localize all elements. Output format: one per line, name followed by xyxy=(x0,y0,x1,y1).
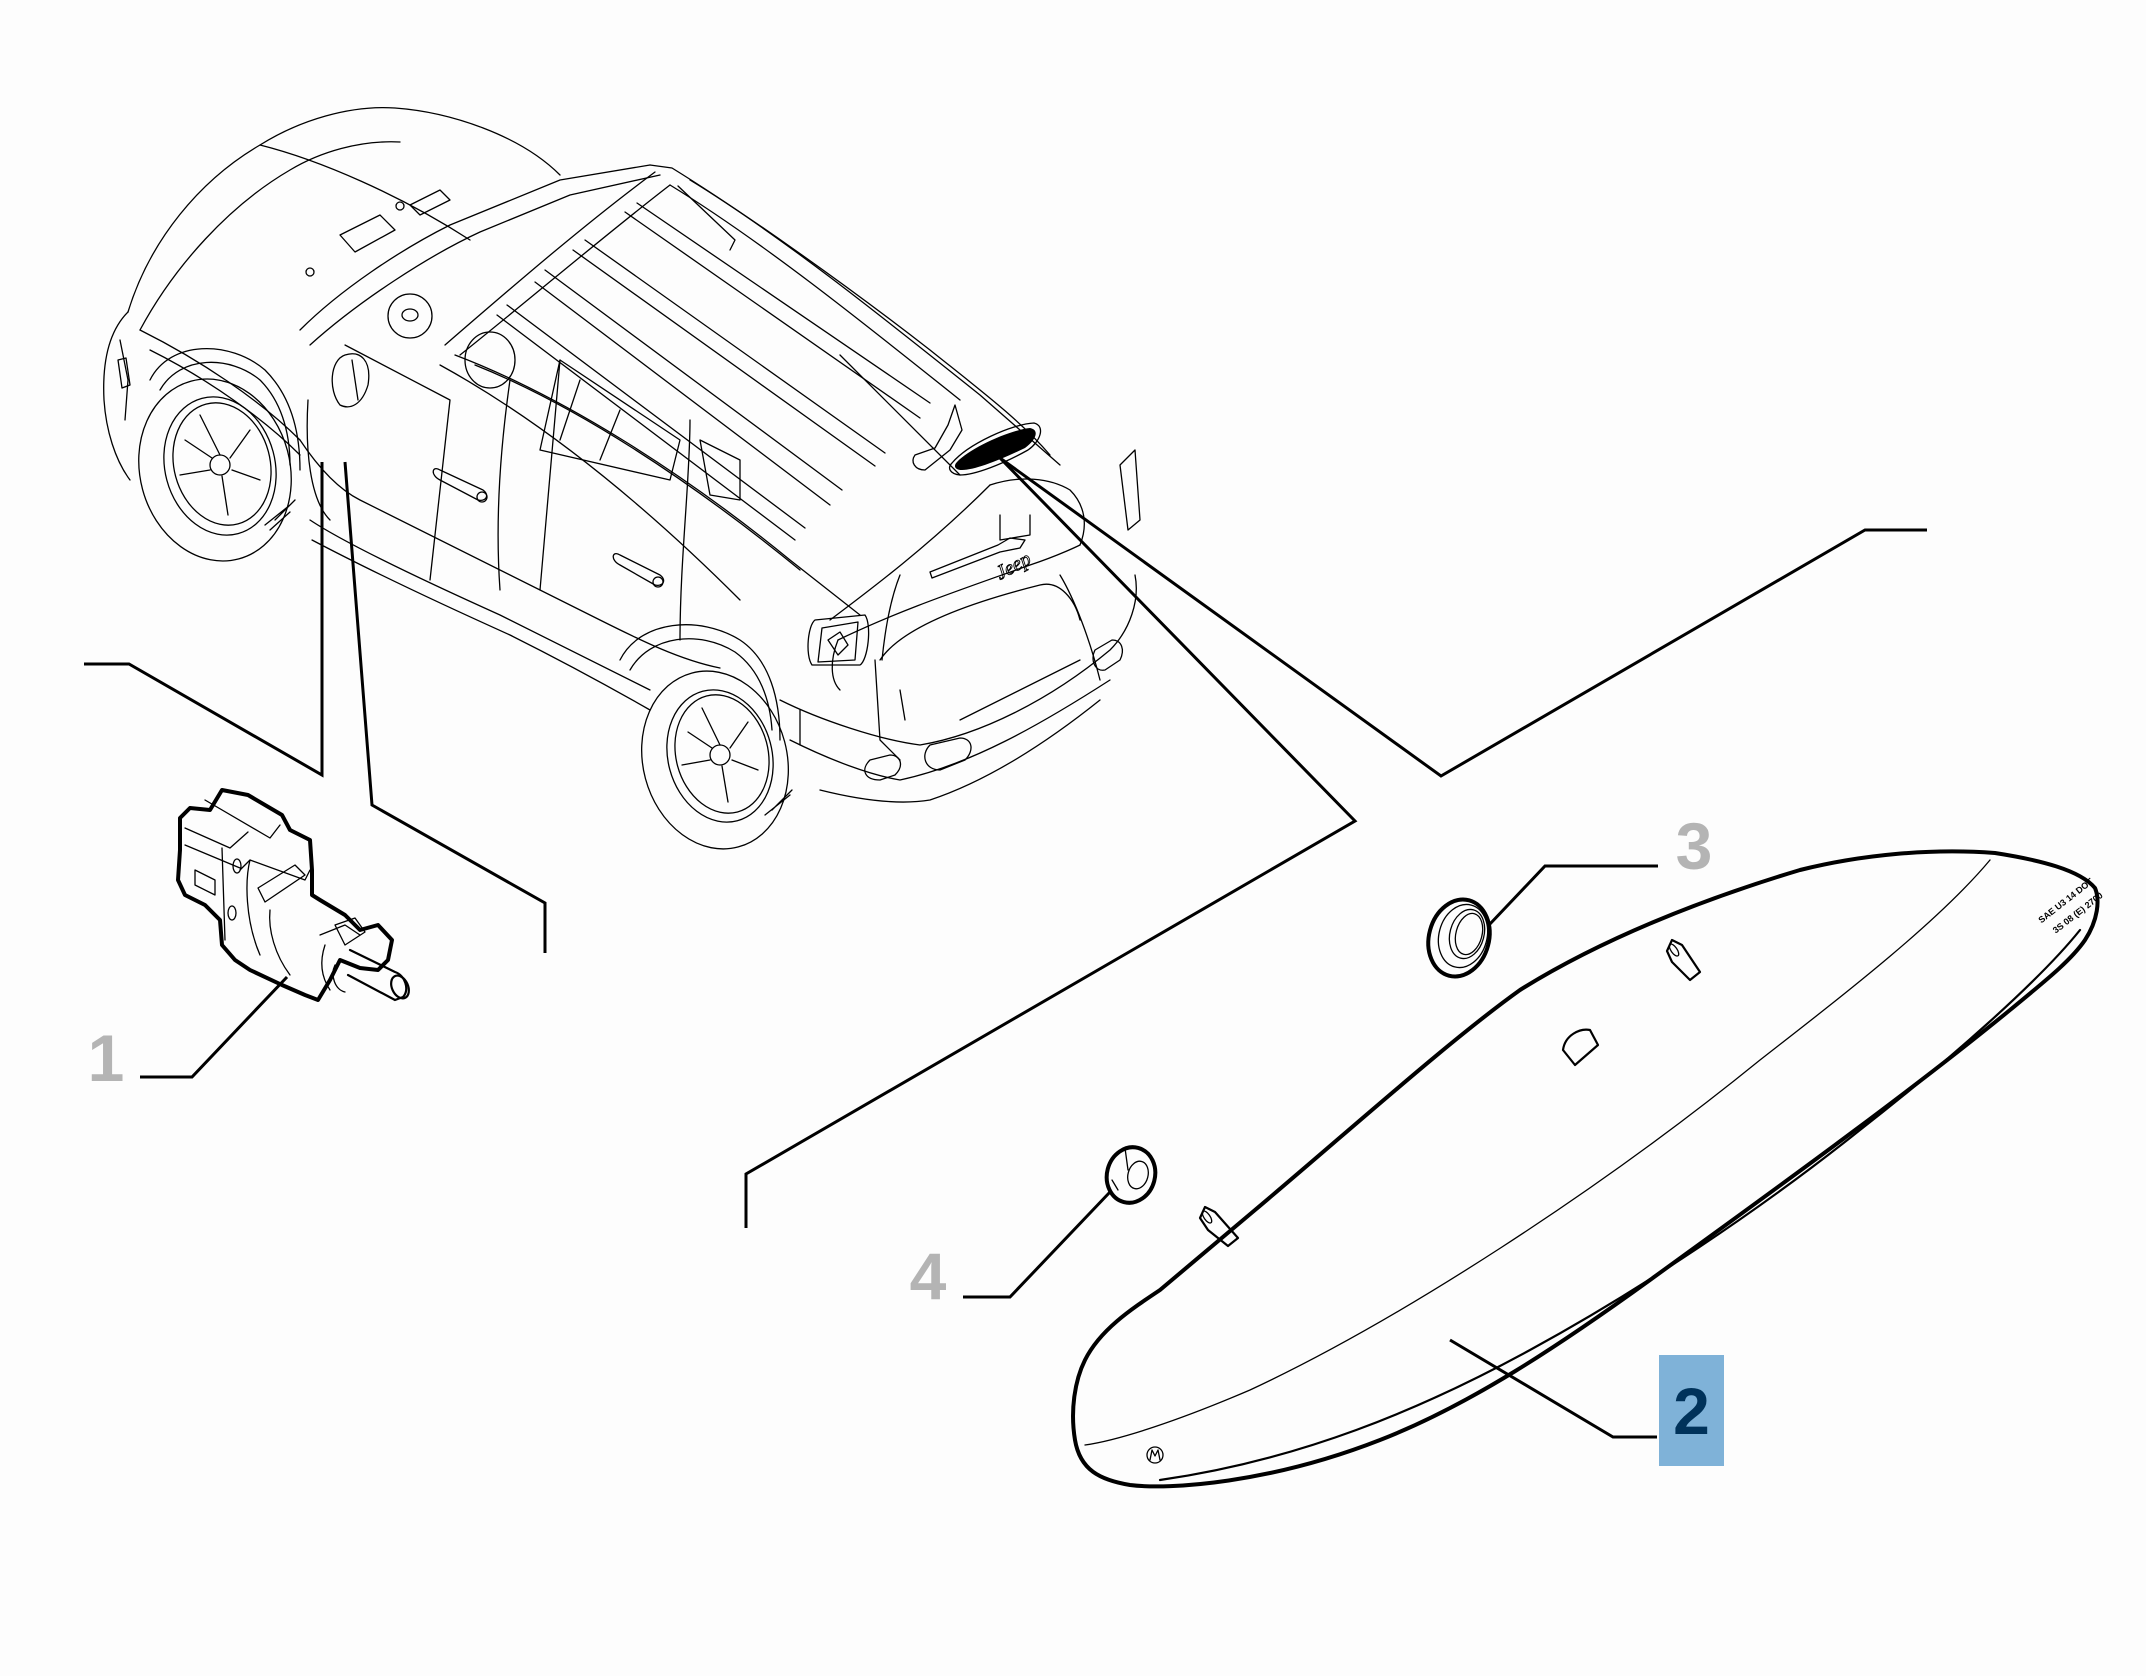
callout-1-number: 1 xyxy=(87,1021,125,1095)
manufacturer-logo-icon xyxy=(1146,1446,1164,1464)
part-grommet[interactable] xyxy=(1420,893,1498,984)
leader-switch-upper xyxy=(84,462,324,778)
part-third-brake-light[interactable]: SAE U3 14 DOT 3S 08 (E) 2700 xyxy=(1071,849,2106,1489)
front-wheel xyxy=(138,378,296,562)
rear-wheel xyxy=(641,670,793,850)
callout-2[interactable]: 2 xyxy=(1659,1355,1724,1466)
leader-callout-2 xyxy=(1449,1338,1657,1439)
leader-lines xyxy=(84,456,1927,1439)
callout-3-number: 3 xyxy=(1675,809,1713,883)
vehicle-illustration: Jeep xyxy=(103,106,1141,850)
callout-4-number: 4 xyxy=(909,1239,947,1313)
leader-switch-lower xyxy=(343,461,547,953)
part-nut[interactable] xyxy=(1101,1142,1162,1209)
callout-2-number: 2 xyxy=(1673,1373,1710,1448)
callout-4[interactable]: 4 xyxy=(904,1243,952,1309)
leader-callout-4 xyxy=(963,1190,1112,1299)
leader-group-upper xyxy=(999,456,1927,778)
part-brake-light-switch[interactable] xyxy=(176,788,412,1002)
callout-1[interactable]: 1 xyxy=(86,1025,126,1091)
leader-group-lower xyxy=(744,456,1358,1228)
callout-3[interactable]: 3 xyxy=(1672,813,1716,879)
leader-callout-1 xyxy=(140,975,289,1079)
leader-callout-3 xyxy=(1487,864,1658,927)
